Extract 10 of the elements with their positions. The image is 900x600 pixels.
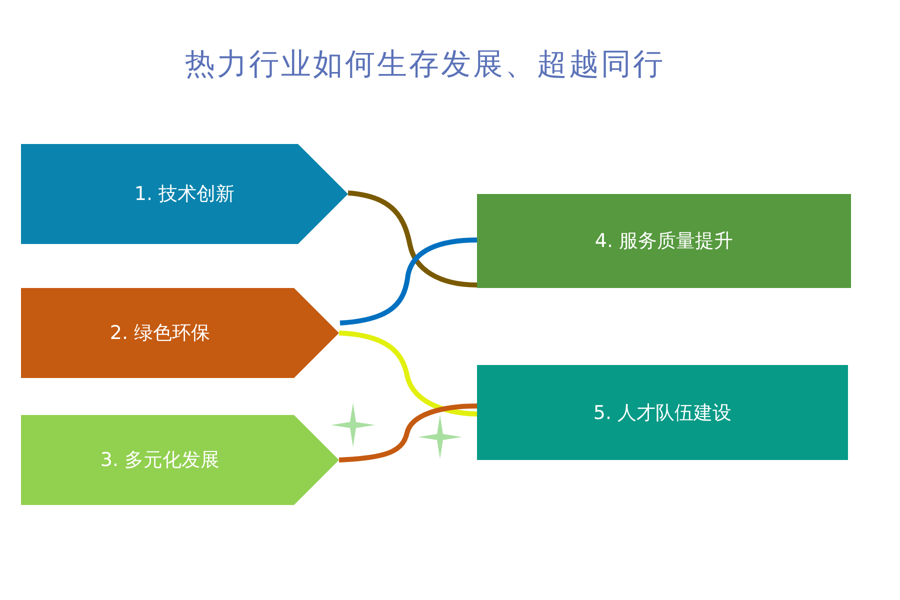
connector-curve <box>348 190 478 288</box>
connector-curve <box>338 330 478 416</box>
connector-curve <box>340 238 478 326</box>
title: 热力行业如何生存发展、超越同行 <box>184 46 666 84</box>
arrow-banner: 1. 技术创新 <box>21 144 348 244</box>
connector-curve <box>338 404 478 462</box>
process-box: 5. 人才队伍建设 <box>477 365 848 460</box>
process-box: 4. 服务质量提升 <box>477 194 851 288</box>
arrow-banner: 2. 绿色环保 <box>21 288 339 378</box>
arrow-banner: 3. 多元化发展 <box>21 415 339 505</box>
